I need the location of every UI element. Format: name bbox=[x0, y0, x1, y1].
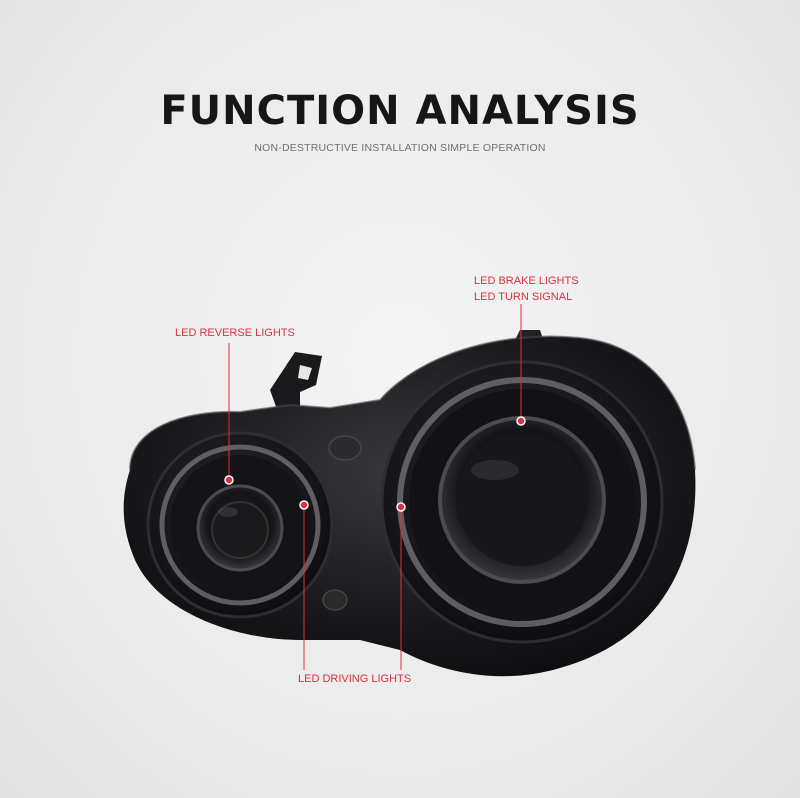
housing-rim bbox=[129, 335, 696, 471]
callout-dots bbox=[224, 416, 526, 512]
left-lens-assembly bbox=[146, 431, 334, 619]
adjuster-screw-bottom bbox=[322, 589, 348, 611]
callout-lines bbox=[228, 304, 522, 670]
callout-driving-label: LED DRIVING LIGHTS bbox=[298, 673, 412, 685]
page-title: FUNCTION ANALYSIS bbox=[160, 88, 640, 134]
driving-light-dot-left bbox=[299, 500, 309, 510]
callout-reverse-label: LED REVERSE LIGHTS bbox=[175, 327, 295, 339]
adjuster-screw bbox=[328, 435, 362, 461]
brake-light-dot bbox=[516, 416, 526, 426]
right-lens-assembly bbox=[380, 360, 664, 644]
reverse-light-dot bbox=[224, 475, 234, 485]
left-halo-ring bbox=[159, 444, 321, 606]
callout-brake-turn: LED BRAKE LIGHTS LED TURN SIGNAL bbox=[474, 273, 579, 305]
mounting-bracket bbox=[270, 352, 322, 412]
callout-turn-label: LED TURN SIGNAL bbox=[474, 291, 573, 303]
callout-brake-label: LED BRAKE LIGHTS bbox=[474, 275, 579, 287]
driving-light-dot-right bbox=[396, 502, 406, 512]
right-halo-ring bbox=[397, 377, 647, 627]
page-subtitle: NON-DESTRUCTIVE INSTALLATION SIMPLE OPER… bbox=[254, 142, 546, 154]
